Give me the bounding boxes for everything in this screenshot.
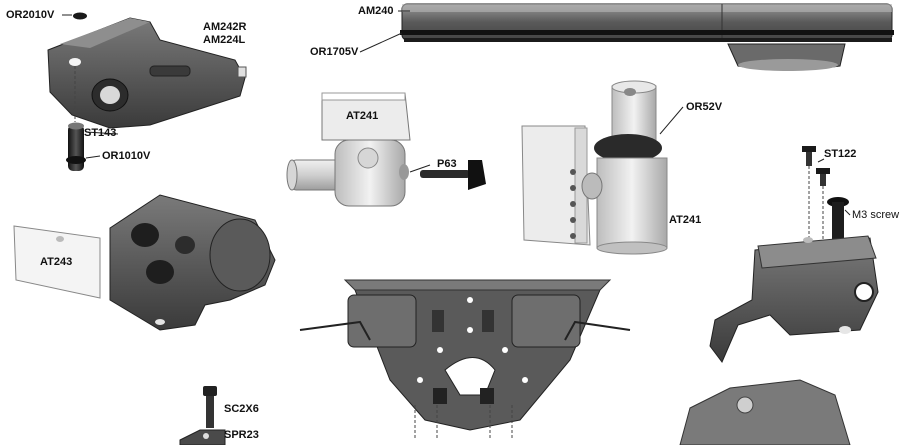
- label-sc2x6: SC2X6: [224, 403, 259, 415]
- label-or1010v: OR1010V: [102, 150, 151, 162]
- label-spr23: SPR23: [224, 429, 259, 441]
- label-at241-mount: AT241: [669, 214, 702, 226]
- screw-p63-part: [420, 160, 486, 190]
- label-at241-clamp: AT241: [346, 110, 379, 122]
- leader-lines: [62, 10, 851, 216]
- bracket-right-part: [709, 146, 879, 363]
- label-am240: AM240: [358, 5, 394, 17]
- label-at243: AT243: [40, 256, 73, 268]
- label-m3-screw: M3 screw: [852, 209, 900, 221]
- bar-am240-part: [400, 3, 894, 71]
- mount-at241-part: [521, 80, 668, 255]
- clamp-at241-part: [286, 92, 411, 207]
- pin-st143-part: [66, 122, 86, 171]
- label-st122: ST122: [824, 148, 857, 160]
- bracket-am242r-part: [47, 12, 247, 129]
- screw-sc2x6-part: [203, 386, 217, 428]
- housing-at243-part: [109, 194, 276, 331]
- label-or52v: OR52V: [686, 101, 723, 113]
- label-am224l: AM224L: [203, 34, 246, 46]
- bracket-bottom-right-part: [679, 379, 851, 445]
- label-p63: P63: [437, 158, 457, 170]
- label-st143: ST143: [84, 127, 117, 139]
- screw-st122-part: [802, 146, 816, 152]
- sleeve-at243-part: [13, 225, 101, 299]
- oring-or52v-part: [594, 134, 662, 162]
- oring-or2010v-part: [73, 12, 87, 20]
- label-or1705v: OR1705V: [310, 46, 359, 58]
- base-plate-part: [299, 279, 631, 440]
- oring-or1010v-part: [66, 156, 86, 164]
- spring-spr23-part: [179, 429, 226, 445]
- label-or2010v: OR2010V: [6, 9, 55, 21]
- oring-or1705v-part: [400, 30, 894, 35]
- label-am242r: AM242R: [203, 21, 247, 33]
